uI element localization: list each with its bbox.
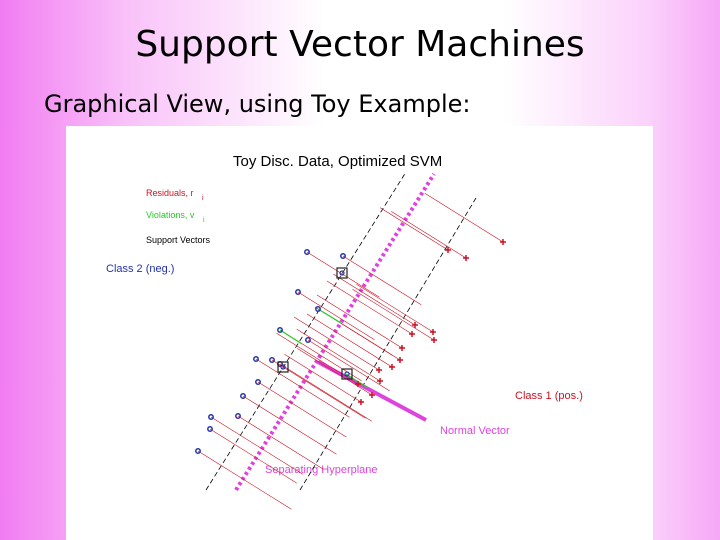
residual-line xyxy=(391,211,467,259)
residual-line xyxy=(293,316,380,371)
violation-lines xyxy=(279,308,369,389)
class2-points xyxy=(195,249,346,454)
residual-line xyxy=(257,381,347,438)
residual-line xyxy=(352,288,435,341)
legend-violations: Violations, v xyxy=(146,210,195,220)
class2-point xyxy=(304,249,310,255)
support-vector-point xyxy=(280,364,286,370)
residual-line xyxy=(276,332,359,385)
normal-vector xyxy=(317,360,427,422)
residual-line xyxy=(197,450,292,510)
legend-residuals: Residuals, r xyxy=(146,188,194,198)
residual-line xyxy=(424,192,504,243)
legend-violations-subscript: i xyxy=(203,217,205,224)
residual-line xyxy=(379,207,449,251)
svm-diagram: Toy Disc. Data, Optimized SVM Residuals,… xyxy=(106,153,583,510)
normal-vector-label: Normal Vector xyxy=(440,425,510,437)
class2-point xyxy=(277,327,283,333)
residual-line xyxy=(333,273,416,326)
support-vector-box xyxy=(336,267,348,279)
class2-point xyxy=(195,448,201,454)
slide-title: Support Vector Machines xyxy=(135,24,585,65)
violation-line xyxy=(317,308,342,324)
class2-point xyxy=(340,253,346,259)
class2-point xyxy=(315,306,321,312)
class2-point xyxy=(295,289,301,295)
class2-point xyxy=(207,426,213,432)
residual-line xyxy=(296,328,381,382)
residual-lines xyxy=(197,192,504,510)
residual-line xyxy=(279,363,372,422)
separating-hyperplane xyxy=(234,172,436,492)
class2-point xyxy=(235,413,241,419)
violation-line xyxy=(279,329,303,345)
class2-point xyxy=(305,337,311,343)
margin-line-left xyxy=(205,171,407,491)
class2-point xyxy=(269,357,275,363)
residual-line xyxy=(242,395,337,455)
class2-point xyxy=(255,379,261,385)
support-vector-point xyxy=(344,371,350,377)
legend-residuals-subscript: i xyxy=(202,195,204,202)
legend-support-vectors: Support Vectors xyxy=(146,235,211,245)
class2-point xyxy=(208,414,214,420)
class2-point xyxy=(253,356,259,362)
class1-points xyxy=(355,239,506,405)
residual-line xyxy=(237,415,324,470)
residual-line xyxy=(326,280,413,335)
support-vector-markers xyxy=(277,267,353,380)
residual-line xyxy=(356,284,434,333)
support-vector-box xyxy=(341,368,353,380)
residual-line xyxy=(210,416,303,475)
support-vector-box xyxy=(277,361,289,373)
slide-subtitle: Graphical View, using Toy Example: xyxy=(44,90,471,118)
residual-line xyxy=(297,291,375,340)
residual-line xyxy=(307,339,390,392)
residual-line xyxy=(297,348,373,396)
residual-line xyxy=(316,294,403,349)
class1-label: Class 1 (pos.) xyxy=(515,390,583,402)
svm-figure: Toy Disc. Data, Optimized SVM Residuals,… xyxy=(66,126,653,540)
residual-line xyxy=(342,255,422,306)
margin-line-right xyxy=(299,197,477,491)
residual-line xyxy=(255,358,350,418)
figure-title: Toy Disc. Data, Optimized SVM xyxy=(233,153,442,170)
support-vector-point xyxy=(339,270,345,276)
residual-line xyxy=(209,428,297,484)
residual-line xyxy=(306,313,393,368)
class2-point xyxy=(240,393,246,399)
hyperplane-label: Separating Hyperplane xyxy=(265,464,378,476)
residual-line xyxy=(284,354,362,403)
violation-line xyxy=(345,373,369,389)
class2-label: Class 2 (neg.) xyxy=(106,263,174,275)
